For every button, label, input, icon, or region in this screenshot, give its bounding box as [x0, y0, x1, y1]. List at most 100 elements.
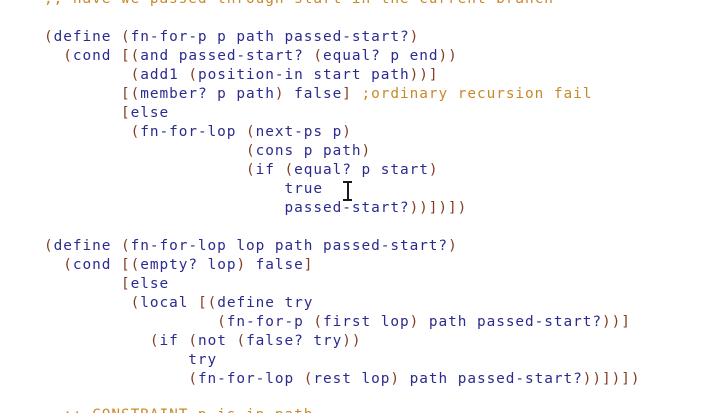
- code-token-comment: ;; have we passed through start in the c…: [44, 0, 554, 7]
- code-line[interactable]: (add1 (position-in start path))]: [44, 66, 438, 85]
- code-token-paren: ): [361, 143, 372, 159]
- code-line[interactable]: (fn-for-lop (next-ps p): [44, 123, 352, 142]
- code-token-paren: ))])]): [409, 200, 468, 216]
- code-token-paren: ): [342, 124, 352, 140]
- code-token-ident: [44, 371, 188, 387]
- code-line[interactable]: (cond [(empty? lop) false]: [44, 256, 313, 275]
- code-token-ident: [44, 333, 150, 349]
- code-token-paren: ))]: [602, 314, 631, 330]
- code-token-ident: add1: [140, 67, 189, 83]
- code-token-ident: next-ps p: [255, 124, 343, 140]
- code-token-paren: (: [130, 124, 141, 140]
- code-token-ident: false: [246, 257, 304, 273]
- code-token-paren: )): [438, 48, 458, 64]
- code-line[interactable]: true: [44, 180, 323, 199]
- code-token-paren: (: [130, 67, 141, 83]
- code-token-ident: path passed-start?: [399, 371, 583, 387]
- code-token-paren: )): [342, 333, 362, 349]
- code-token-paren: (: [217, 314, 227, 330]
- code-token-paren: (: [313, 314, 324, 330]
- code-token-paren: ): [409, 29, 420, 45]
- code-token-comment: ;; CONSTRAINT p is in path: [63, 407, 313, 413]
- code-token-paren: (: [313, 48, 324, 64]
- code-token-ident: [352, 86, 362, 102]
- code-token-paren: ): [448, 238, 458, 254]
- code-token-paren: (: [63, 48, 73, 64]
- code-line[interactable]: [(member? p path) false] ;ordinary recur…: [44, 85, 592, 104]
- code-token-ident: [44, 124, 131, 140]
- code-token-paren: ): [390, 371, 400, 387]
- code-token-paren: ))]: [409, 67, 439, 83]
- code-line[interactable]: (define (fn-for-lop lop path passed-star…: [44, 237, 458, 256]
- code-token-paren: (: [149, 333, 160, 349]
- code-token-paren: (: [44, 238, 54, 254]
- code-token-ident: fn-for-lop lop path passed-start?: [130, 238, 449, 254]
- code-token-ident: passed-start?: [44, 200, 410, 216]
- code-token-paren: (: [246, 124, 256, 140]
- code-line[interactable]: (local [(define try: [44, 294, 313, 313]
- code-token-paren: (: [246, 162, 256, 178]
- code-line[interactable]: [else: [44, 275, 169, 294]
- code-token-ident: [44, 86, 121, 102]
- code-token-ident: else: [130, 105, 170, 121]
- code-token-ident: [44, 143, 246, 159]
- code-token-paren: [(: [197, 295, 218, 311]
- code-line[interactable]: [else: [44, 104, 169, 123]
- code-token-paren: [(: [120, 86, 141, 102]
- code-token-ident: true: [44, 181, 323, 197]
- code-token-ident: equal? p start: [294, 162, 429, 178]
- code-line[interactable]: (if (equal? p start): [44, 161, 438, 180]
- code-token-paren: [: [120, 276, 131, 292]
- code-token-paren: ]: [303, 257, 314, 273]
- code-line[interactable]: (define (fn-for-p p path passed-start?): [44, 28, 419, 47]
- code-token-ident: fn-for-lop: [197, 371, 304, 387]
- code-token-ident: [44, 67, 131, 83]
- code-line[interactable]: passed-start?))])]): [44, 199, 467, 218]
- code-token-ident: empty? lop: [140, 257, 237, 273]
- code-token-ident: local: [140, 295, 198, 311]
- code-token-paren: (: [188, 371, 198, 387]
- code-token-paren: (: [130, 295, 141, 311]
- code-token-paren: ]: [342, 86, 352, 102]
- code-token-paren: ): [428, 162, 439, 178]
- code-token-paren: (: [120, 29, 131, 45]
- code-token-ident: define try: [217, 295, 314, 311]
- code-token-paren: (: [246, 143, 256, 159]
- code-line[interactable]: try: [44, 351, 217, 370]
- code-token-ident: not: [197, 333, 237, 349]
- code-line[interactable]: ;; have we passed through start in the c…: [44, 0, 554, 9]
- code-token-ident: cons p path: [255, 143, 362, 159]
- code-line[interactable]: (fn-for-p (first lop) path passed-start?…: [44, 313, 631, 332]
- code-line[interactable]: (cond [(and passed-start? (equal? p end)…: [44, 47, 458, 66]
- code-line[interactable]: (if (not (false? try)): [44, 332, 362, 351]
- code-token-ident: [44, 295, 131, 311]
- code-token-ident: position-in start path: [197, 67, 410, 83]
- code-token-ident: member? p path: [140, 86, 275, 102]
- code-token-paren: ): [236, 257, 247, 273]
- code-token-ident: define: [53, 238, 121, 254]
- code-token-paren: ))])]): [582, 371, 641, 387]
- code-token-comment: ;ordinary recursion fail: [361, 86, 593, 102]
- code-token-paren: (: [188, 333, 198, 349]
- code-token-paren: [(: [120, 257, 141, 273]
- code-token-ident: fn-for-p: [226, 314, 314, 330]
- code-token-ident: rest lop: [313, 371, 391, 387]
- code-line[interactable]: ;; CONSTRAINT p is in path: [44, 406, 313, 413]
- code-token-ident: false: [284, 86, 343, 102]
- code-token-ident: [44, 105, 121, 121]
- code-token-paren: (: [120, 238, 131, 254]
- code-line[interactable]: (fn-for-lop (rest lop) path passed-start…: [44, 370, 641, 389]
- code-token-paren: (: [303, 371, 314, 387]
- code-line[interactable]: (cons p path): [44, 142, 371, 161]
- code-token-paren: [(: [120, 48, 141, 64]
- code-token-ident: if: [159, 333, 189, 349]
- code-token-ident: [44, 314, 217, 330]
- code-token-paren: (: [188, 67, 198, 83]
- code-token-ident: [44, 407, 63, 413]
- code-token-ident: first lop: [323, 314, 410, 330]
- code-token-paren: ): [409, 314, 420, 330]
- code-token-paren: [: [120, 105, 131, 121]
- code-token-paren: (: [284, 162, 295, 178]
